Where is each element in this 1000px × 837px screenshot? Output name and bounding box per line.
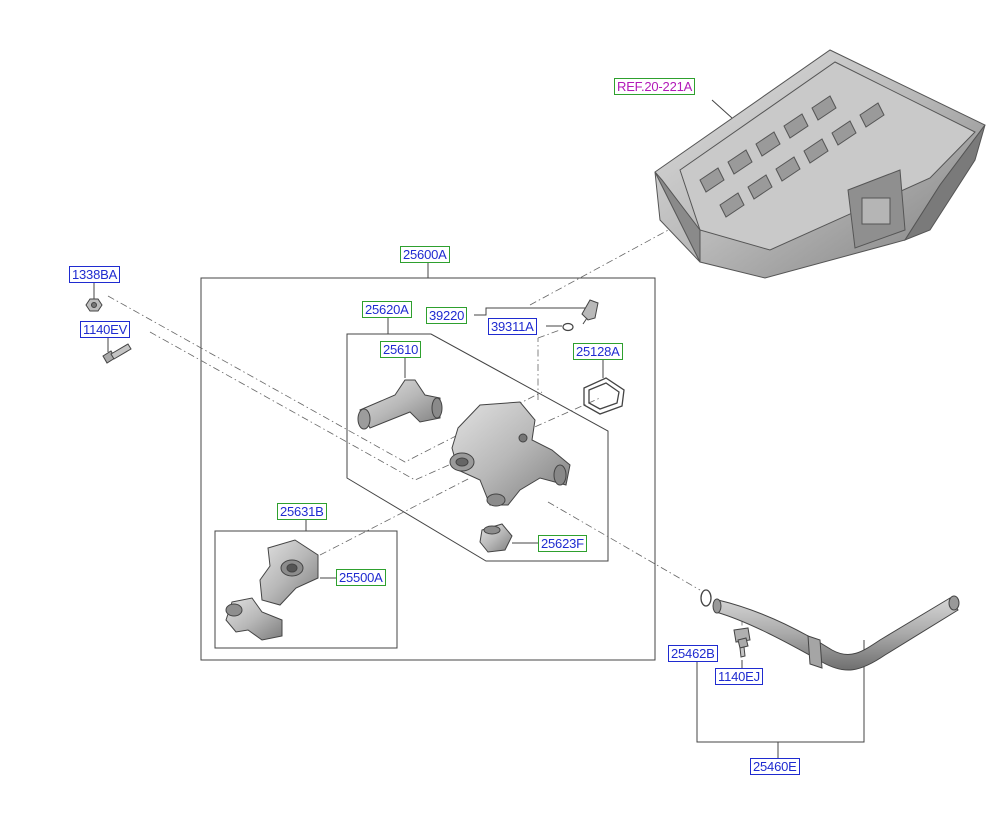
oring-25462b-drawing	[700, 589, 712, 607]
label-39311a[interactable]: 39311A	[488, 318, 537, 335]
label-25620a[interactable]: 25620A	[362, 301, 412, 318]
pipe-25460e-drawing	[712, 595, 960, 671]
label-25128a[interactable]: 25128A	[573, 343, 623, 360]
label-25623f[interactable]: 25623F	[538, 535, 587, 552]
gasket-25128a-drawing	[583, 377, 625, 415]
oring-39311a-drawing	[562, 322, 574, 332]
fitting-25623f-drawing	[479, 523, 513, 553]
bolt-1140ej-drawing	[737, 637, 749, 658]
bolt-1140ev-drawing	[102, 343, 132, 364]
label-25462b[interactable]: 25462B	[668, 645, 718, 662]
label-25610[interactable]: 25610	[380, 341, 422, 358]
frame-25460e	[696, 640, 865, 743]
label-1140ej[interactable]: 1140EJ	[715, 668, 763, 685]
elbow-25610-drawing	[357, 379, 443, 430]
inlet-25631b-drawing	[225, 597, 283, 641]
leader-lines	[93, 99, 779, 758]
cylinder-head-drawing	[654, 49, 986, 279]
label-39220[interactable]: 39220	[426, 307, 468, 324]
label-1140ev[interactable]: 1140EV	[80, 321, 131, 338]
label-1338ba[interactable]: 1338BA	[69, 266, 121, 283]
label-25460e[interactable]: 25460E	[750, 758, 800, 775]
label-ref-20-221a[interactable]: REF.20-221A	[614, 78, 696, 95]
label-25500a[interactable]: 25500A	[336, 569, 386, 586]
frame-25600a	[200, 277, 656, 661]
sensor-39220-drawing	[581, 299, 599, 325]
frame-25620a	[346, 333, 609, 562]
label-25600a[interactable]: 25600A	[400, 246, 450, 263]
dash-lines	[107, 227, 743, 640]
housing-25620a-drawing	[449, 401, 571, 507]
label-25631b[interactable]: 25631B	[277, 503, 327, 520]
cover-25500a-drawing	[259, 539, 319, 606]
nut-1338ba-drawing	[85, 298, 103, 312]
